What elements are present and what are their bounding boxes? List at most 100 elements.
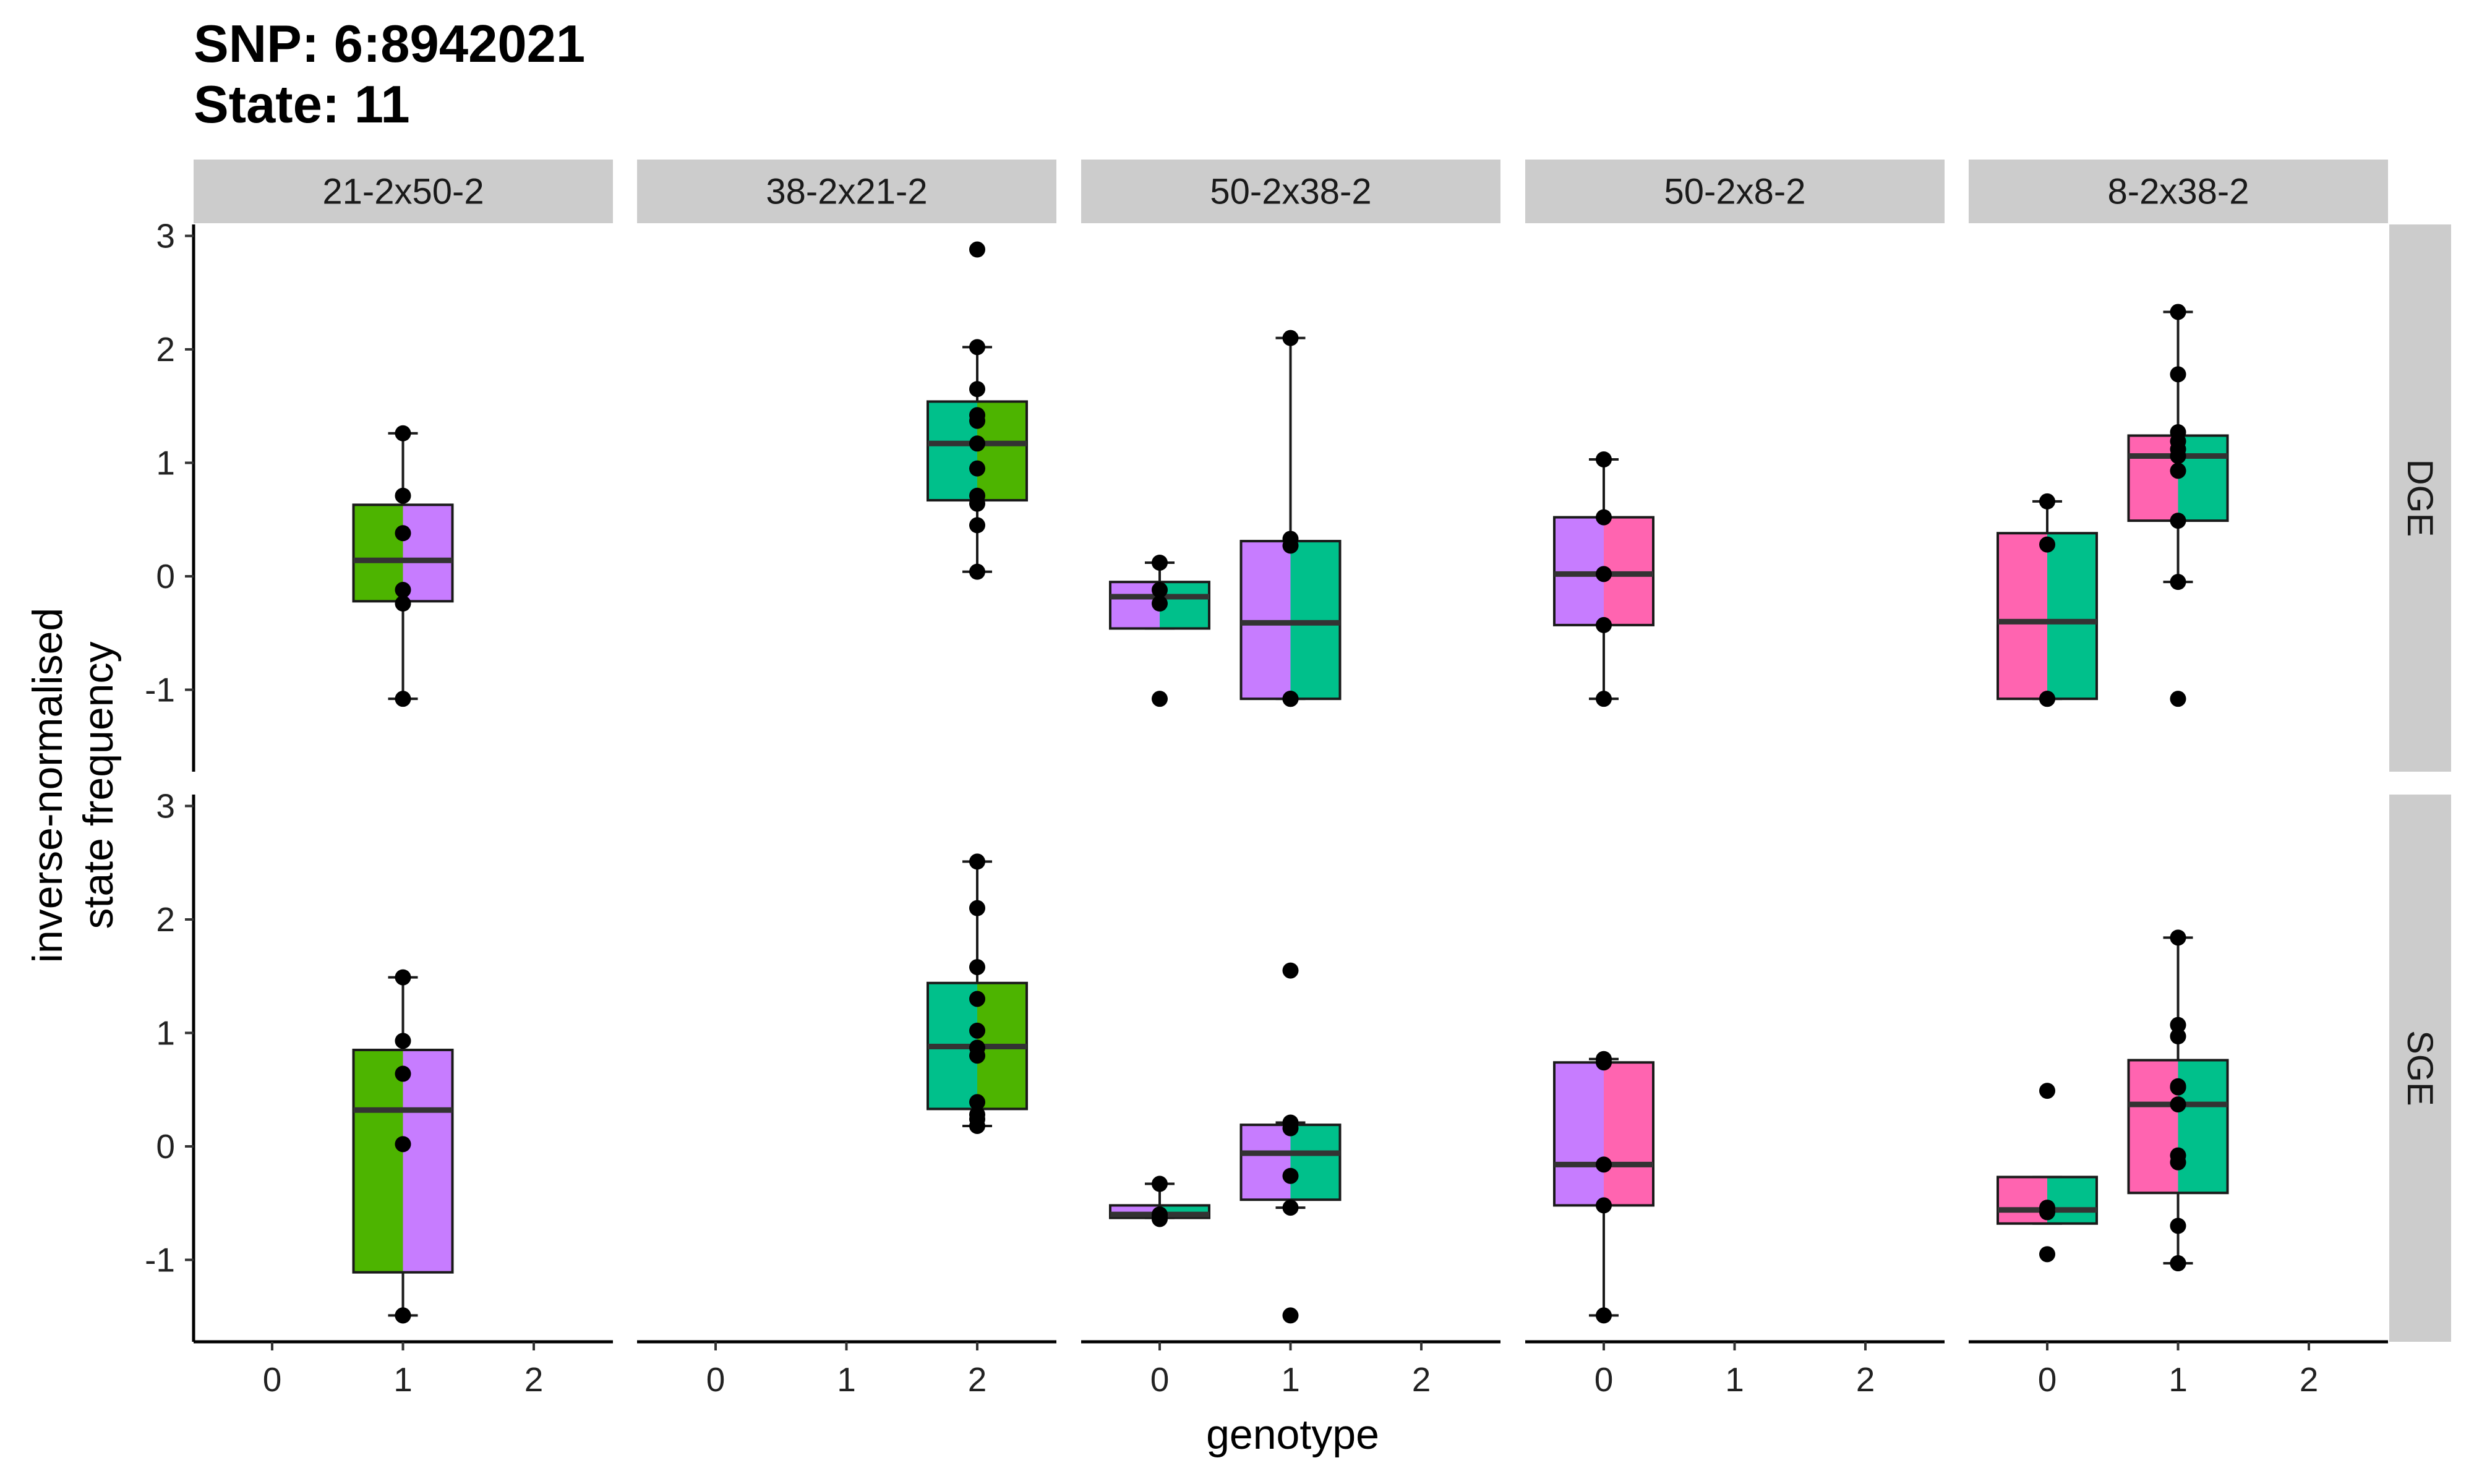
data-point <box>1596 616 1612 633</box>
x-tick-label: 2 <box>1856 1360 1875 1399</box>
box-right-half <box>2178 1060 2228 1193</box>
data-point <box>969 460 985 477</box>
data-point <box>1282 962 1299 979</box>
x-tick-label: 2 <box>1412 1360 1431 1399</box>
facet-strip-label: 38-2x21-2 <box>766 172 927 212</box>
data-point <box>1152 1175 1168 1192</box>
data-point <box>395 525 411 542</box>
data-point <box>395 1033 411 1049</box>
data-point <box>969 959 985 976</box>
box-right-half <box>2178 435 2228 521</box>
chart-title-line-1: SNP: 6:8942021 <box>194 15 585 74</box>
data-point <box>395 1065 411 1082</box>
data-point <box>395 1136 411 1153</box>
data-point <box>2170 574 2186 591</box>
data-point <box>1282 1167 1299 1184</box>
data-point <box>969 1094 985 1111</box>
box-right-half <box>1290 1125 1340 1200</box>
box-left-half <box>928 401 977 501</box>
data-point <box>969 381 985 398</box>
facet-strip-label: 50-2x8-2 <box>1664 172 1806 212</box>
data-point <box>1152 691 1168 707</box>
box-left-half <box>1998 533 2047 699</box>
y-tick-label: -1 <box>145 671 175 709</box>
data-point <box>2170 1096 2186 1113</box>
data-point <box>1596 451 1612 467</box>
box-left-half <box>353 505 403 602</box>
box-left-half <box>1241 541 1291 699</box>
y-tick-label: -1 <box>145 1241 175 1279</box>
data-point <box>395 425 411 441</box>
box-left-half <box>353 1050 403 1273</box>
data-point <box>969 241 985 258</box>
row-strip-SGE <box>2389 795 2451 1342</box>
y-tick-label: 0 <box>156 557 175 595</box>
data-point <box>395 595 411 612</box>
row-strip-DGE <box>2389 224 2451 772</box>
boxplot-21-2x50-2-SGE-g1 <box>352 969 454 1324</box>
data-point <box>395 969 411 986</box>
x-tick-label: 0 <box>706 1360 726 1399</box>
y-axis-label-line-1: inverse-normalised <box>24 608 71 963</box>
y-tick-label: 3 <box>156 217 175 255</box>
box-left-half <box>2128 435 2178 521</box>
x-tick-label: 0 <box>1150 1360 1170 1399</box>
boxplot-8-2x38-2-SGE-g0 <box>1997 1083 2098 1263</box>
data-point <box>1596 566 1612 582</box>
data-point <box>2170 1217 2186 1234</box>
box-right-half <box>2047 1177 2097 1224</box>
data-point <box>2039 1083 2055 1099</box>
data-point <box>1596 1156 1612 1173</box>
box-left-half <box>1110 582 1160 629</box>
boxplot-38-2x21-2-DGE-g2 <box>927 241 1028 580</box>
data-point <box>1596 509 1612 526</box>
data-point <box>2170 463 2186 479</box>
data-point <box>969 495 985 512</box>
x-tick-label: 2 <box>524 1360 544 1399</box>
box-right-half <box>403 505 453 602</box>
x-tick-label: 1 <box>1281 1360 1300 1399</box>
data-point <box>1152 554 1168 571</box>
row-strip-label: DGE <box>2400 459 2440 537</box>
data-point <box>1282 330 1299 346</box>
box-left-half <box>1998 1177 2047 1224</box>
data-point <box>969 563 985 580</box>
facet-strip-21-2x50-2 <box>194 160 613 223</box>
data-point <box>2170 304 2186 320</box>
y-tick-label: 2 <box>156 330 175 369</box>
data-point <box>395 1307 411 1324</box>
facet-strip-label: 50-2x38-2 <box>1210 172 1371 212</box>
y-tick-label: 0 <box>156 1127 175 1166</box>
data-point <box>969 1047 985 1064</box>
box-right-half <box>1604 1062 1653 1206</box>
x-tick-label: 1 <box>1725 1360 1744 1399</box>
data-point <box>969 435 985 452</box>
x-tick-label: 0 <box>1594 1360 1614 1399</box>
facet-strip-label: 21-2x50-2 <box>322 172 484 212</box>
data-point <box>969 517 985 534</box>
box-left-half <box>1554 1062 1604 1206</box>
data-point <box>2170 1255 2186 1272</box>
box-outline <box>2127 1059 2229 1195</box>
facet-strip-38-2x21-2 <box>637 160 1056 223</box>
box-left-half <box>1241 1125 1291 1200</box>
boxplot-8-2x38-2-DGE-g1 <box>2127 304 2229 707</box>
data-point <box>2039 1246 2055 1263</box>
x-axis-label: genotype <box>1206 1411 1379 1458</box>
data-point <box>2039 493 2055 510</box>
facet-strip-50-2x38-2 <box>1081 160 1500 223</box>
row-strip-label: SGE <box>2400 1030 2440 1106</box>
y-tick-label: 3 <box>156 787 175 825</box>
data-point <box>1152 1211 1168 1227</box>
data-point <box>2170 448 2186 464</box>
box-left-half <box>1554 517 1604 625</box>
data-point <box>969 412 985 429</box>
x-tick-label: 0 <box>263 1360 282 1399</box>
box-left-half <box>2128 1060 2178 1193</box>
facet-strip-8-2x38-2 <box>1969 160 2388 223</box>
x-tick-label: 1 <box>837 1360 856 1399</box>
x-tick-label: 2 <box>2300 1360 2319 1399</box>
chart-title-line-2: State: 11 <box>194 75 410 134</box>
